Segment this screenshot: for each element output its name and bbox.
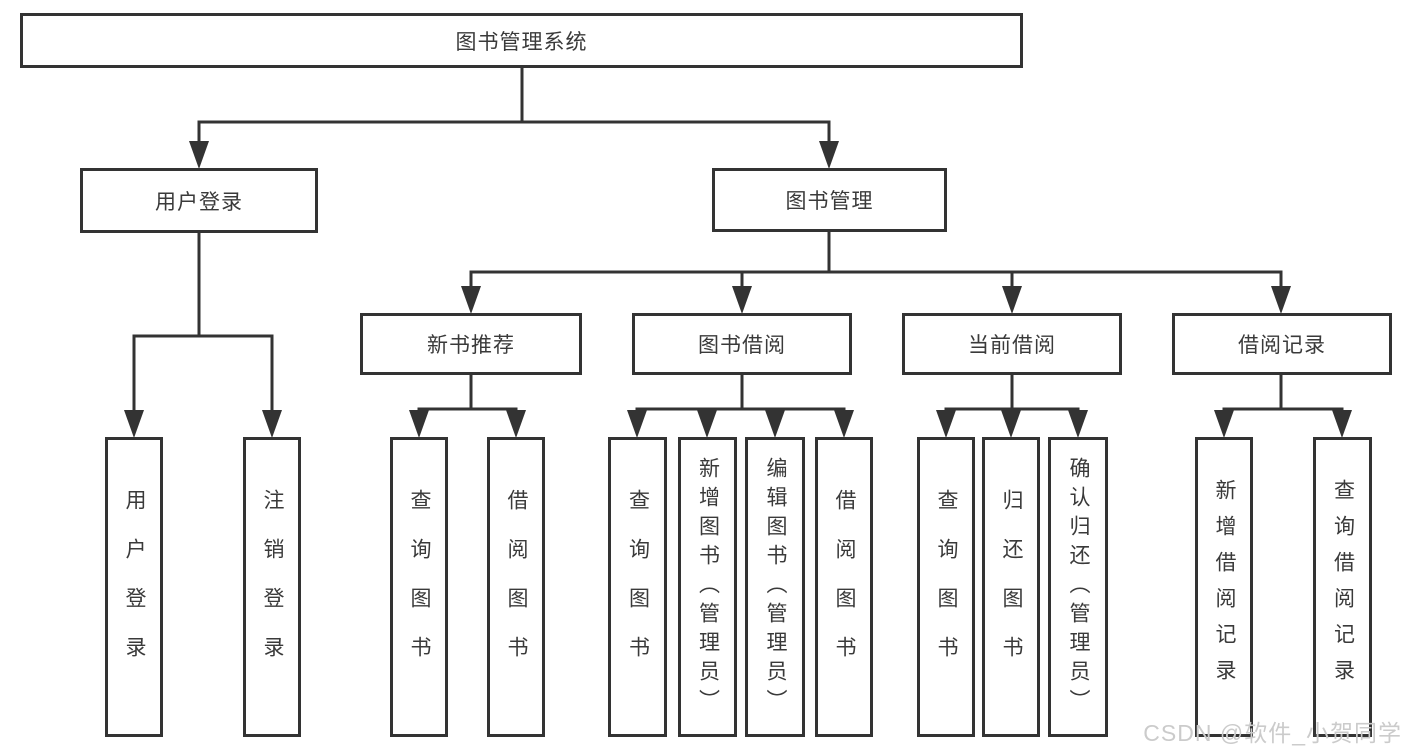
node-user-login-leaf: 用户登录 xyxy=(105,437,163,737)
node-logout: 注销登录 xyxy=(243,437,301,737)
node-book-management: 图书管理 xyxy=(712,168,947,232)
node-borrowing-records: 借阅记录 xyxy=(1172,313,1392,375)
node-edit-books-admin: 编辑图书（管理员） xyxy=(745,437,805,737)
node-query-borrow-record: 查询借阅记录 xyxy=(1313,437,1372,737)
node-query-books-borrowing: 查询图书 xyxy=(608,437,667,737)
node-add-borrow-record: 新增借阅记录 xyxy=(1195,437,1253,737)
node-query-books-current: 查询图书 xyxy=(917,437,975,737)
node-confirm-return-admin: 确认归还（管理员） xyxy=(1048,437,1108,737)
node-book-borrowing: 图书借阅 xyxy=(632,313,852,375)
node-return-books: 归还图书 xyxy=(982,437,1040,737)
node-add-books-admin: 新增图书（管理员） xyxy=(678,437,737,737)
node-borrow-books: 借阅图书 xyxy=(815,437,873,737)
node-new-book-recommendation: 新书推荐 xyxy=(360,313,582,375)
node-current-borrowing: 当前借阅 xyxy=(902,313,1122,375)
node-query-books-recommendation: 查询图书 xyxy=(390,437,448,737)
csdn-watermark: CSDN @软件_小贺同学 xyxy=(1143,720,1402,746)
node-borrow-books-recommendation: 借阅图书 xyxy=(487,437,545,737)
node-library-management-system: 图书管理系统 xyxy=(20,13,1023,68)
node-user-login: 用户登录 xyxy=(80,168,318,233)
